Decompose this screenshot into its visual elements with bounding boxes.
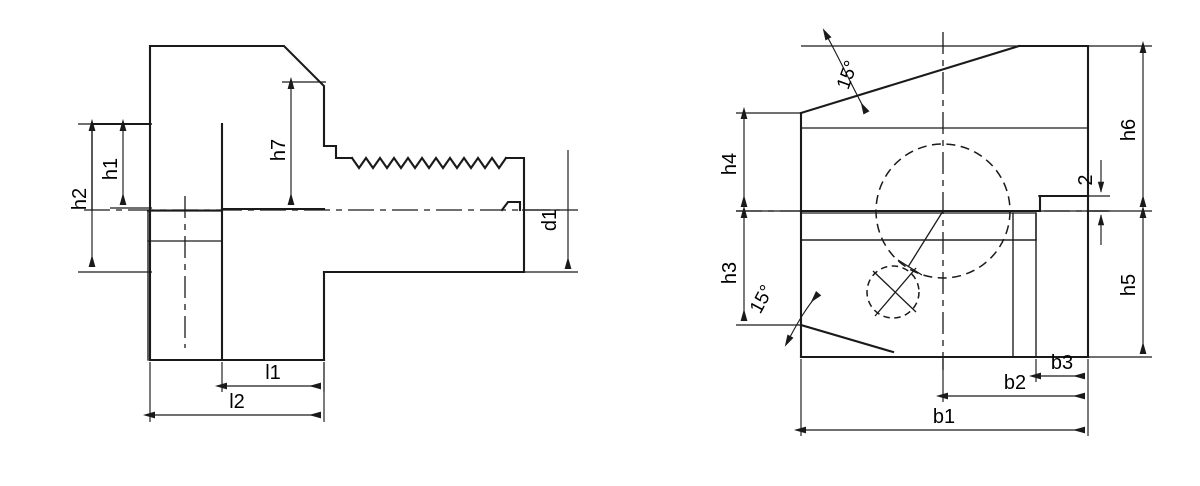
dimension-h3: h3 [719, 205, 748, 322]
dimension-h7: h7 [268, 76, 326, 206]
dimension-h2: h2 [69, 118, 152, 273]
dimension-label-h1: h1 [100, 158, 122, 180]
angle-15-bottom: 15° [736, 282, 822, 347]
dimension-l1: l1 [214, 362, 325, 392]
dimension-label-h7: h7 [268, 139, 290, 161]
dimension-h4: h4 [719, 106, 803, 212]
dimension-label-h3: h3 [719, 262, 741, 284]
front-bore-leader [897, 210, 944, 276]
side-section-view: h2 h1 h7 d1 l1 [69, 44, 578, 422]
dimension-label-b1: b1 [933, 406, 955, 428]
angle-label-bottom: 15° [746, 282, 778, 317]
front-view: 15° 15° h4 h3 h6 [719, 28, 1152, 436]
dimension-label-h5: h5 [1118, 274, 1140, 296]
dimension-label-b3: b3 [1051, 352, 1073, 374]
side-body-outline [90, 44, 326, 362]
side-threaded-shaft [322, 144, 526, 274]
dimension-h6: h6 [1086, 40, 1152, 212]
angle-15-top: 15° [801, 28, 1019, 115]
front-center-slot [799, 194, 1090, 358]
front-small-hidden-circle [866, 265, 920, 319]
angle-label-top: 15° [833, 58, 863, 92]
dimension-label-2: 2 [1075, 174, 1097, 185]
dimension-b1: b1 [793, 359, 1089, 436]
front-body-outline [799, 44, 1090, 359]
dimension-h1: h1 [100, 118, 152, 209]
dimension-label-d1: d1 [539, 209, 561, 231]
dimension-b3: b3 [1028, 352, 1089, 382]
dimension-label-h4: h4 [719, 153, 741, 175]
dimension-label-h2: h2 [69, 188, 91, 210]
dimension-thickness-2: 2 [1038, 160, 1110, 245]
dimension-label-h6: h6 [1118, 119, 1140, 141]
dimension-label-l2: l2 [229, 391, 245, 413]
dimension-b2: b2 [935, 359, 1089, 402]
dimension-label-b2: b2 [1004, 372, 1026, 394]
dimension-d1: d1 [522, 150, 578, 273]
dimension-label-l1: l1 [265, 362, 281, 384]
dimension-l2: l2 [142, 362, 325, 422]
dimension-h5: h5 [1086, 205, 1152, 358]
